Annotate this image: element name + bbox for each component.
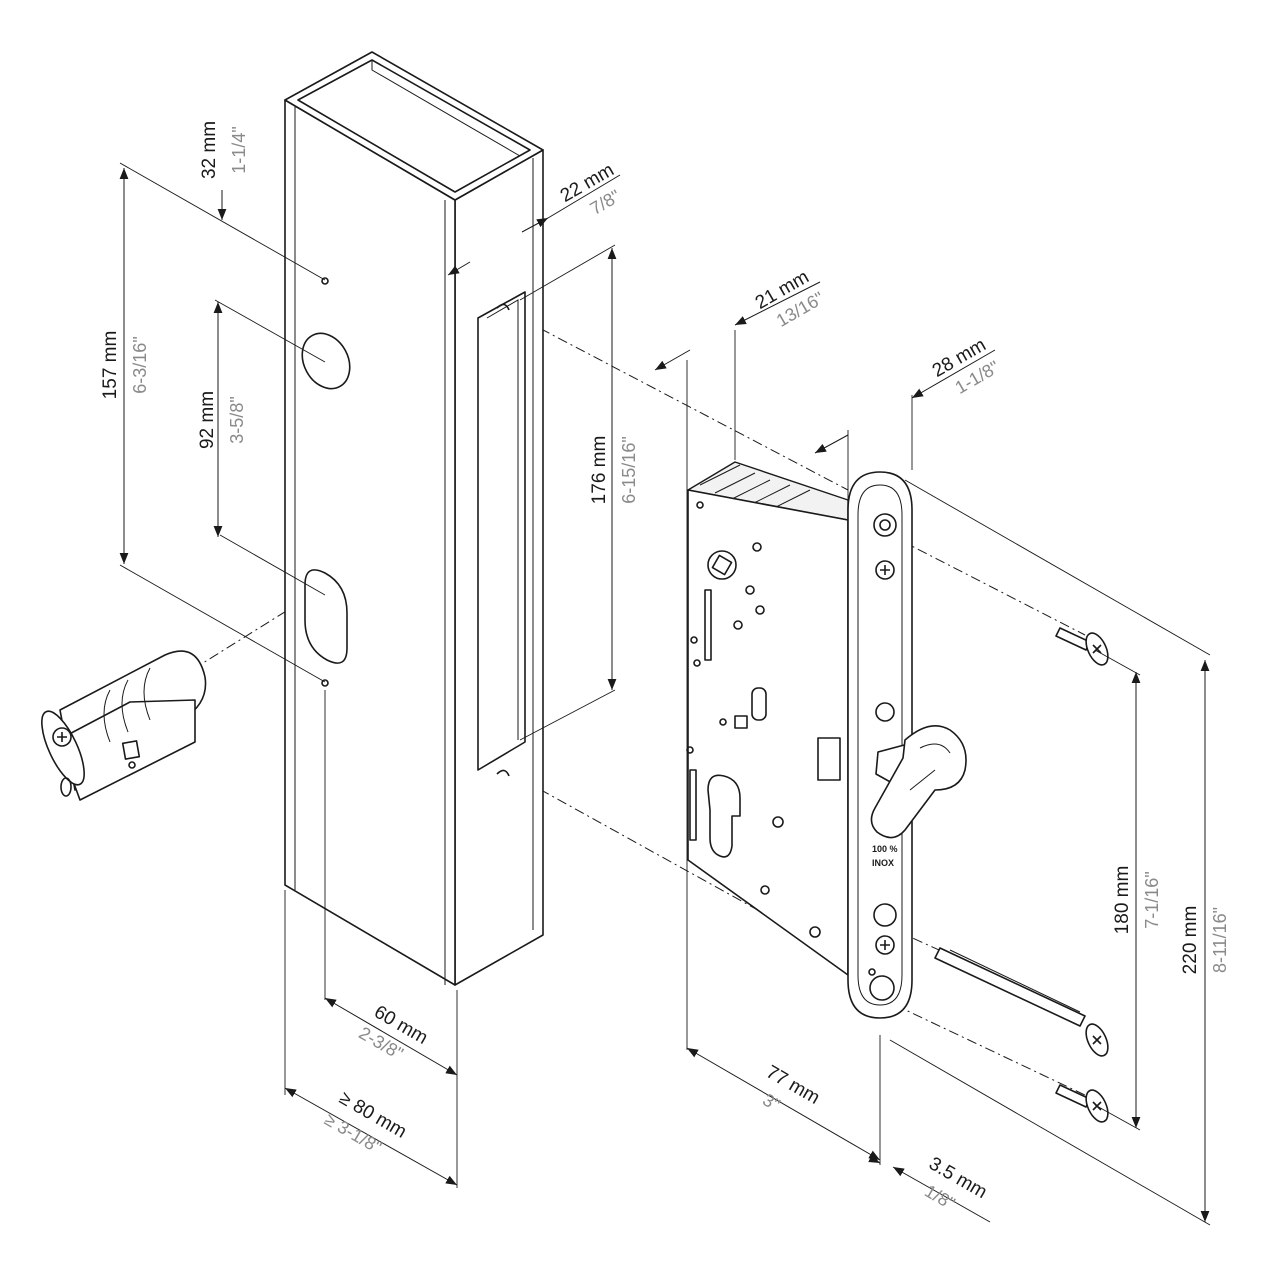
label-220-in: 8-11/16" [1210,907,1230,973]
label-92-mm: 92 mm [197,391,218,449]
label-220-mm: 220 mm [1180,906,1201,975]
screw-hole-bottom [321,679,329,687]
lock-case-slot [477,291,526,777]
cylinder-hole [304,569,348,664]
cylinder-cutout [707,774,741,858]
faceplate-screw-top [1055,627,1109,666]
label-176-in: 6-15/16" [619,436,639,503]
extension-lines [119,162,1211,1226]
dimension-arrows [119,168,1210,1223]
label-32-mm: 32 mm [199,121,220,179]
handle-hole [301,332,351,390]
label-157-mm: 157 mm [100,331,121,400]
label-77-in: 3" [759,1090,783,1116]
lock-faceplate: 100 % INOX [847,471,913,1019]
faceplate-marking-line1: 100 % [872,844,898,854]
label-32-in: 1-1/4" [229,126,249,173]
profile-holes [301,277,351,687]
label-180-mm: 180 mm [1112,866,1133,935]
mortise-lock-body [686,461,849,976]
label-157-in: 6-3/16" [130,336,150,393]
dimension-labels: 157 mm 6-3/16" 32 mm 1-1/4" 92 mm 3-5/8"… [100,121,1230,1214]
screw-hole-top [321,277,329,285]
long-fixing-screw [934,947,1109,1057]
hook-bolt [870,724,967,839]
label-92-in: 3-5/8" [227,396,247,443]
euro-cylinder [41,650,207,801]
square-follower-hub [707,550,737,580]
faceplate-marking-line2: INOX [872,858,894,868]
label-176-mm: 176 mm [589,436,610,505]
faceplate-screw-bottom [1055,1084,1109,1123]
label-180-in: 7-1/16" [1142,871,1162,928]
